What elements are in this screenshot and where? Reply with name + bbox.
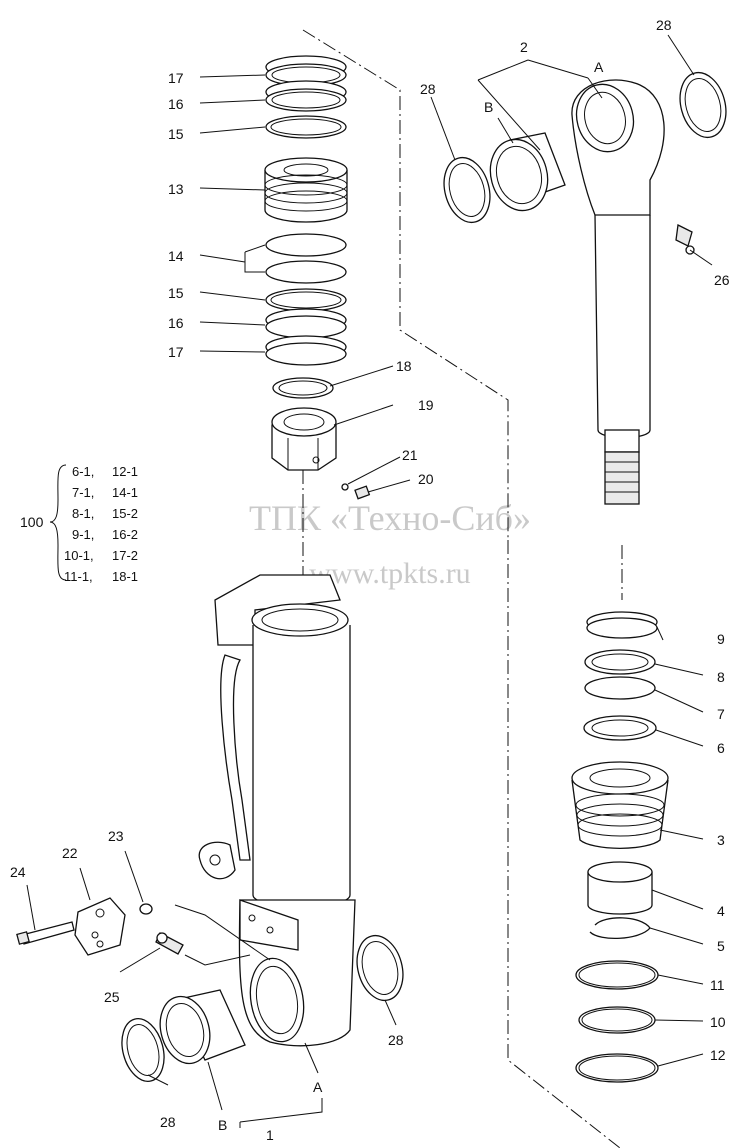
grease-fitting-26 xyxy=(675,224,695,255)
kit-row-3-b: 15-2 xyxy=(112,506,138,521)
label-16-top: 16 xyxy=(168,96,184,112)
kit-row-3-a: 8-1, xyxy=(72,506,94,521)
watermark-line2: www.tpkts.ru xyxy=(309,557,470,590)
label-b-bottom: B xyxy=(218,1117,227,1133)
label-28-top-left: 28 xyxy=(420,81,436,97)
label-24: 24 xyxy=(10,864,26,880)
label-a-top: A xyxy=(594,59,604,75)
label-b-top: B xyxy=(484,99,493,115)
kit-row-5-b: 17-2 xyxy=(112,548,138,563)
part-labels: 17 16 15 13 14 15 16 17 18 19 21 20 2 A … xyxy=(10,17,730,1143)
label-9: 9 xyxy=(717,631,725,647)
label-28-bottom-left: 28 xyxy=(160,1114,176,1130)
kit-row-6-a: 11-1, xyxy=(64,569,93,584)
kit-row-5-a: 10-1, xyxy=(64,548,94,563)
oring-23 xyxy=(139,903,153,915)
label-10: 10 xyxy=(710,1014,726,1030)
ball-21 xyxy=(341,483,349,491)
label-15-top: 15 xyxy=(168,126,184,142)
seal-28-top-right xyxy=(679,71,727,139)
ring-17-mid xyxy=(265,335,347,366)
watermark: ТПК «Техно-Сиб» www.tpkts.ru xyxy=(249,498,531,590)
label-18: 18 xyxy=(396,358,412,374)
label-11: 11 xyxy=(710,977,725,993)
setscrew-20 xyxy=(354,485,371,500)
label-2: 2 xyxy=(520,39,528,55)
label-6: 6 xyxy=(717,740,725,756)
nut-19 xyxy=(271,407,337,471)
kit-row-2-b: 14-1 xyxy=(112,485,138,500)
label-26: 26 xyxy=(714,272,730,288)
ring-15-top xyxy=(265,115,347,139)
label-17-top: 17 xyxy=(168,70,184,86)
ring-17-top xyxy=(265,55,347,87)
label-28-bottom-right: 28 xyxy=(388,1032,404,1048)
ring-16-top xyxy=(265,80,347,112)
ring-9 xyxy=(586,611,658,639)
label-7: 7 xyxy=(717,706,725,722)
oring-10 xyxy=(578,1006,656,1034)
ring-7 xyxy=(584,676,656,700)
fitting-25 xyxy=(155,932,184,955)
watermark-line1: ТПК «Техно-Сиб» xyxy=(249,498,531,538)
label-22: 22 xyxy=(62,845,78,861)
oring-12 xyxy=(575,1053,659,1083)
seal-28-top-left xyxy=(443,156,491,224)
kit-100-list: 100 6-1, 12-1 7-1, 14-1 8-1, 15-2 9-1, 1… xyxy=(20,464,138,584)
label-20: 20 xyxy=(418,471,434,487)
label-28-top-right: 28 xyxy=(656,17,672,33)
piston-rod-2 xyxy=(571,79,665,505)
ring-15-mid xyxy=(265,288,347,312)
label-14: 14 xyxy=(168,248,184,264)
label-19: 19 xyxy=(418,397,434,413)
kit-row-2-a: 7-1, xyxy=(72,485,94,500)
kit-row-4-a: 9-1, xyxy=(72,527,94,542)
label-23: 23 xyxy=(108,828,124,844)
label-1: 1 xyxy=(266,1127,274,1143)
ring-8 xyxy=(584,649,656,675)
seal-28-bottom-right xyxy=(356,934,404,1002)
label-15-mid: 15 xyxy=(168,285,184,301)
label-16-mid: 16 xyxy=(168,315,184,331)
label-17-mid: 17 xyxy=(168,344,184,360)
cylinder-barrel-1 xyxy=(198,574,356,1047)
label-12: 12 xyxy=(710,1047,726,1063)
label-4: 4 xyxy=(717,903,725,919)
seal-28-bottom-left xyxy=(121,1018,165,1082)
kit-number: 100 xyxy=(20,514,44,530)
rod-cover-3 xyxy=(571,761,669,849)
kit-row-1-a: 6-1, xyxy=(72,464,94,479)
label-3: 3 xyxy=(717,832,725,848)
assembly-lines xyxy=(302,29,623,1148)
bushing-4 xyxy=(587,861,653,915)
kit-row-4-b: 16-2 xyxy=(112,527,138,542)
label-21: 21 xyxy=(402,447,418,463)
ring-6 xyxy=(583,715,657,741)
kit-row-1-b: 12-1 xyxy=(112,464,138,479)
piston-13 xyxy=(264,157,348,223)
block-22 xyxy=(74,897,126,956)
ring-16-mid xyxy=(265,308,347,339)
washer-18 xyxy=(272,377,334,399)
leader-lines xyxy=(26,34,713,1128)
label-25: 25 xyxy=(104,989,120,1005)
label-13: 13 xyxy=(168,181,184,197)
bushing-b-bottom xyxy=(159,989,246,1065)
label-a-bottom: A xyxy=(313,1079,323,1095)
label-5: 5 xyxy=(717,938,725,954)
bolt-24 xyxy=(16,921,75,945)
label-8: 8 xyxy=(717,669,725,685)
ring-14 xyxy=(265,233,347,284)
kit-row-6-b: 18-1 xyxy=(112,569,138,584)
oring-11 xyxy=(575,960,659,990)
bushing-b-top xyxy=(489,132,566,212)
snap-ring-5 xyxy=(589,917,651,940)
